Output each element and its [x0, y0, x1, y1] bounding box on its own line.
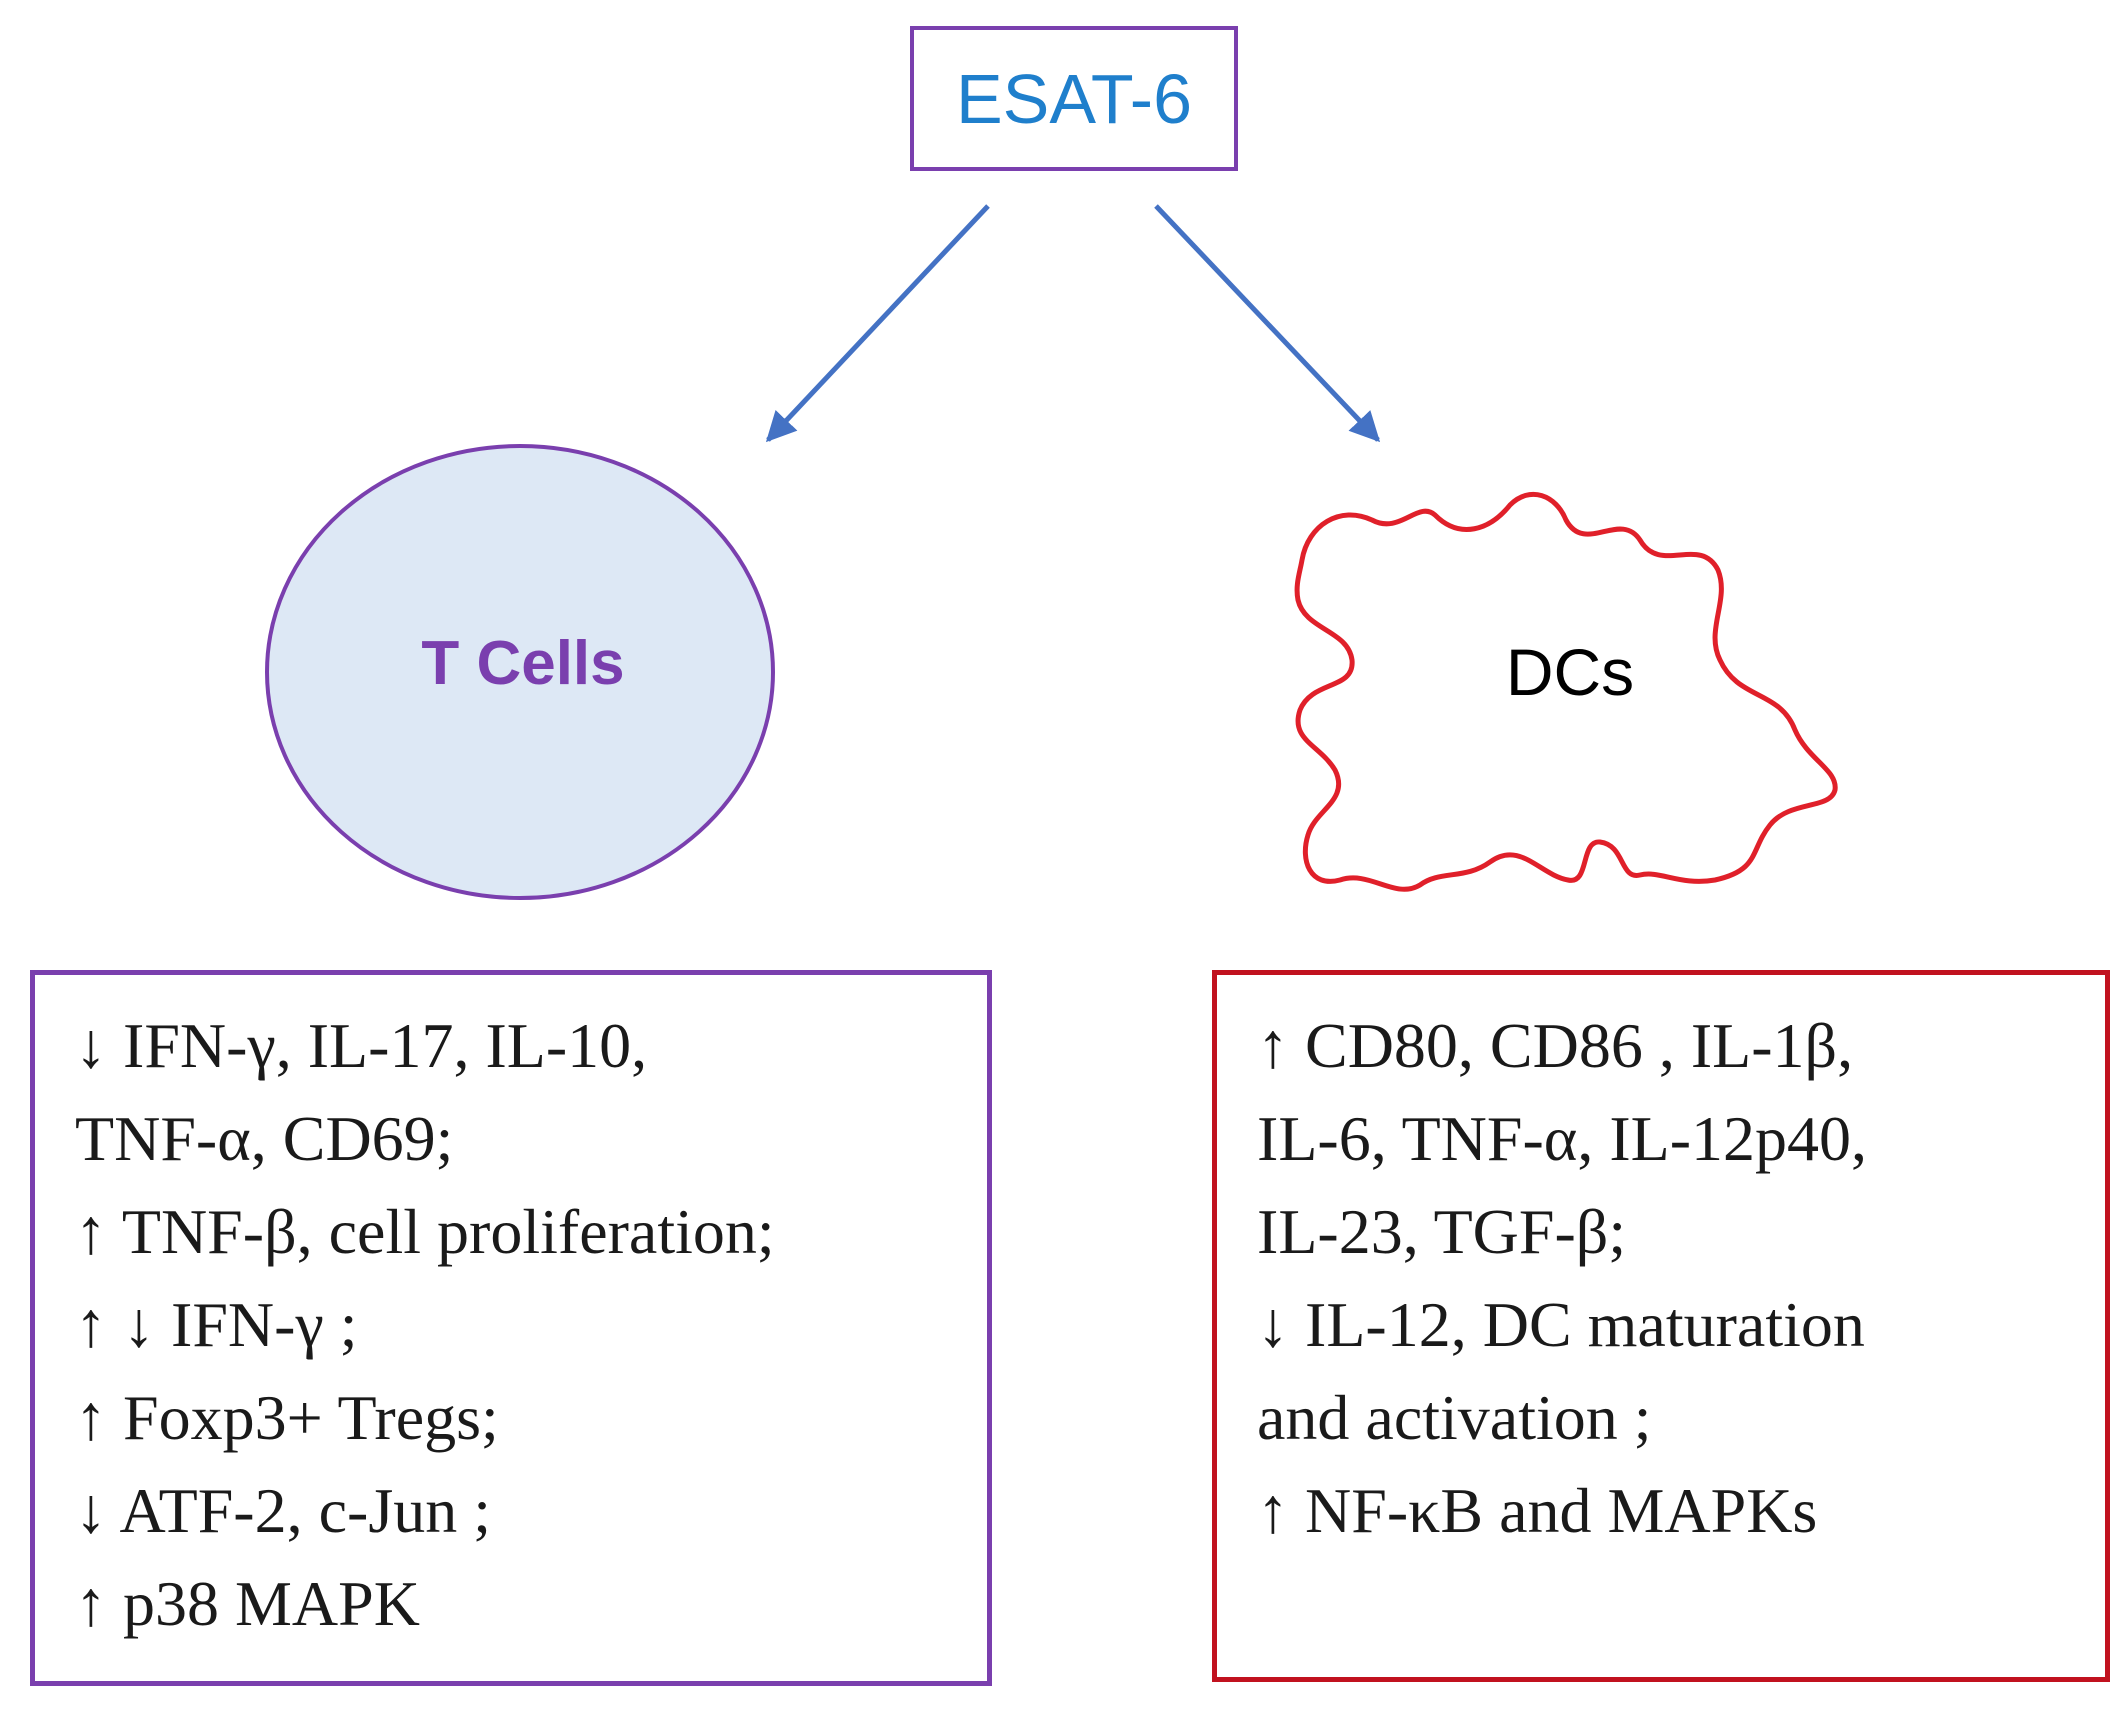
- t-cell-effect-line: ↑ ↓ IFN-γ ;: [75, 1289, 358, 1360]
- t-cell-effect-line: ↓ ATF-2, c-Jun ;: [75, 1475, 491, 1546]
- arrow-to-t-cells: [765, 204, 990, 443]
- dc-effect-line: IL-23, TGF-β;: [1257, 1196, 1627, 1267]
- arrow-to-dcs: [1154, 204, 1381, 443]
- t-cell-effect-line: ↑ TNF-β, cell proliferation;: [75, 1196, 775, 1267]
- dc-effects-box: ↑ CD80, CD86 , IL-1β, IL-6, TNF-α, IL-12…: [1212, 970, 2110, 1682]
- dc-effect-line: ↑ CD80, CD86 , IL-1β,: [1257, 1010, 1854, 1081]
- t-cell-effects-box: ↓ IFN-γ, IL-17, IL-10, TNF-α, CD69; ↑ TN…: [30, 970, 992, 1686]
- t-cell-effect-line: TNF-α, CD69;: [75, 1103, 454, 1174]
- t-cells-label: T Cells: [421, 629, 625, 698]
- t-cell-effect-line: ↑ Foxp3+ Tregs;: [75, 1382, 499, 1453]
- dc-shape: [1294, 491, 1838, 892]
- t-cell-effect-line: ↓ IFN-γ, IL-17, IL-10,: [75, 1010, 648, 1081]
- esat6-node: ESAT-6: [910, 26, 1238, 171]
- dc-effect-line: and activation ;: [1257, 1382, 1652, 1453]
- dcs-label: DCs: [1505, 635, 1635, 709]
- dc-effect-line: ↑ NF-κB and MAPKs: [1257, 1475, 1818, 1546]
- dc-effect-line: ↓ IL-12, DC maturation: [1257, 1289, 1865, 1360]
- dc-effect-line: IL-6, TNF-α, IL-12p40,: [1257, 1103, 1868, 1174]
- esat6-label: ESAT-6: [955, 59, 1192, 138]
- t-cell-shape: [265, 444, 775, 900]
- t-cell-effect-line: ↑ p38 MAPK: [75, 1568, 420, 1639]
